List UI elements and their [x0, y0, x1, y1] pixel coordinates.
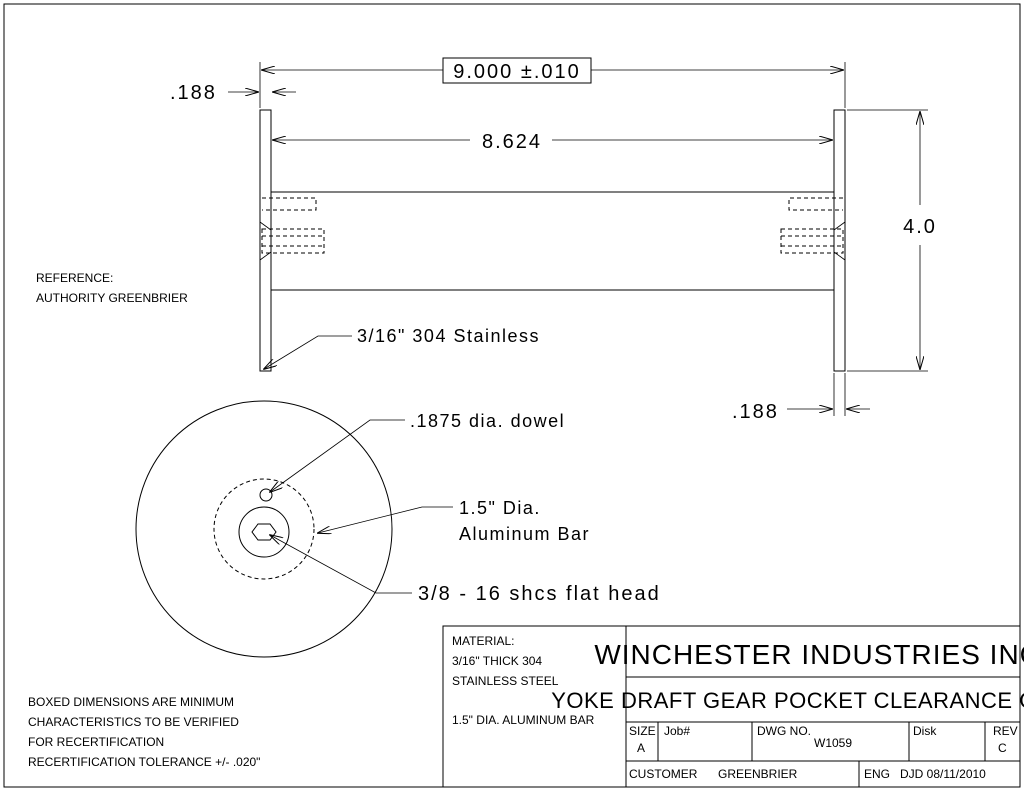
dowel-hole: [259, 488, 273, 502]
bar-hidden-circle: [213, 478, 315, 580]
plate-outline-circle: [135, 400, 393, 658]
top-thickness-label: .188: [170, 82, 217, 104]
right-dowel-hidden: [788, 197, 843, 211]
svg-text:REFERENCE:: REFERENCE:: [36, 271, 113, 285]
svg-text:W1059: W1059: [814, 736, 852, 750]
svg-text:3/16" THICK 304: 3/16" THICK 304: [452, 654, 542, 668]
bar-label-line2: Aluminum Bar: [459, 524, 590, 544]
left-dowel-hidden: [262, 197, 317, 211]
svg-text:1.5" DIA. ALUMINUM BAR: 1.5" DIA. ALUMINUM BAR: [452, 713, 595, 727]
svg-text:DJD 08/11/2010: DJD 08/11/2010: [900, 767, 986, 781]
screw-callout: 3/8 - 16 shcs flat head: [270, 535, 661, 605]
svg-text:Disk: Disk: [913, 724, 937, 738]
screw-label: 3/8 - 16 shcs flat head: [418, 583, 661, 605]
height-label: 4.0: [903, 216, 937, 238]
svg-text:A: A: [637, 741, 645, 755]
bar-label-line1: 1.5" Dia.: [459, 498, 541, 518]
notes-block: BOXED DIMENSIONS ARE MINIMUM CHARACTERIS…: [28, 695, 260, 769]
front-view: [259, 109, 846, 372]
svg-text:AUTHORITY GREENBRIER: AUTHORITY GREENBRIER: [36, 291, 188, 305]
dimension-bottom-thickness: .188: [732, 373, 870, 423]
svg-text:CHARACTERISTICS TO BE VERIFIED: CHARACTERISTICS TO BE VERIFIED: [28, 715, 239, 729]
right-plate: [833, 109, 846, 372]
bottom-thickness-label: .188: [732, 401, 779, 423]
svg-text:FOR RECERTIFICATION: FOR RECERTIFICATION: [28, 735, 164, 749]
svg-text:RECERTIFICATION TOLERANCE +/-: RECERTIFICATION TOLERANCE +/- .020": [28, 755, 260, 769]
dowel-label: .1875 dia. dowel: [410, 411, 565, 431]
svg-text:SIZE: SIZE: [629, 724, 656, 738]
svg-text:ENG: ENG: [864, 767, 890, 781]
svg-text:BOXED DIMENSIONS ARE MINIMUM: BOXED DIMENSIONS ARE MINIMUM: [28, 695, 234, 709]
inner-length-label: 8.624: [482, 131, 542, 153]
company-name: WINCHESTER INDUSTRIES INC.: [594, 639, 1024, 670]
plate-material-callout: 3/16" 304 Stainless: [264, 326, 540, 369]
plate-material-label: 3/16" 304 Stainless: [357, 326, 540, 346]
svg-text:REV: REV: [993, 724, 1018, 738]
svg-text:CUSTOMER: CUSTOMER: [629, 767, 698, 781]
dimension-height: 4.0: [847, 109, 937, 372]
dimension-top-thickness: .188: [170, 82, 296, 104]
left-plate: [259, 109, 272, 372]
drawing-title: YOKE DRAFT GEAR POCKET CLEARANCE GAGE: [551, 688, 1024, 713]
svg-text:DWG NO.: DWG NO.: [757, 724, 811, 738]
reference-block: REFERENCE: AUTHORITY GREENBRIER: [36, 271, 188, 305]
dimension-inner: 8.624: [273, 131, 832, 153]
overall-length-box: [442, 57, 592, 84]
svg-text:MATERIAL:: MATERIAL:: [452, 634, 514, 648]
dowel-callout: .1875 dia. dowel: [270, 411, 565, 492]
svg-text:GREENBRIER: GREENBRIER: [718, 767, 798, 781]
bar-callout: 1.5" Dia. Aluminum Bar: [318, 498, 590, 544]
svg-text:C: C: [998, 741, 1007, 755]
end-view: [135, 400, 393, 658]
right-screw-hidden: [780, 228, 844, 254]
left-screw-hidden: [261, 228, 325, 254]
screw-head-circle: [238, 506, 290, 558]
svg-text:Job#: Job#: [664, 724, 690, 738]
svg-text:STAINLESS STEEL: STAINLESS STEEL: [452, 674, 559, 688]
title-block: MATERIAL: 3/16" THICK 304 STAINLESS STEE…: [442, 625, 1024, 788]
overall-length-label: 9.000 ±.010: [453, 61, 581, 83]
dimension-overall: 9.000 ±.010: [259, 57, 846, 108]
hex-socket: [251, 523, 277, 541]
